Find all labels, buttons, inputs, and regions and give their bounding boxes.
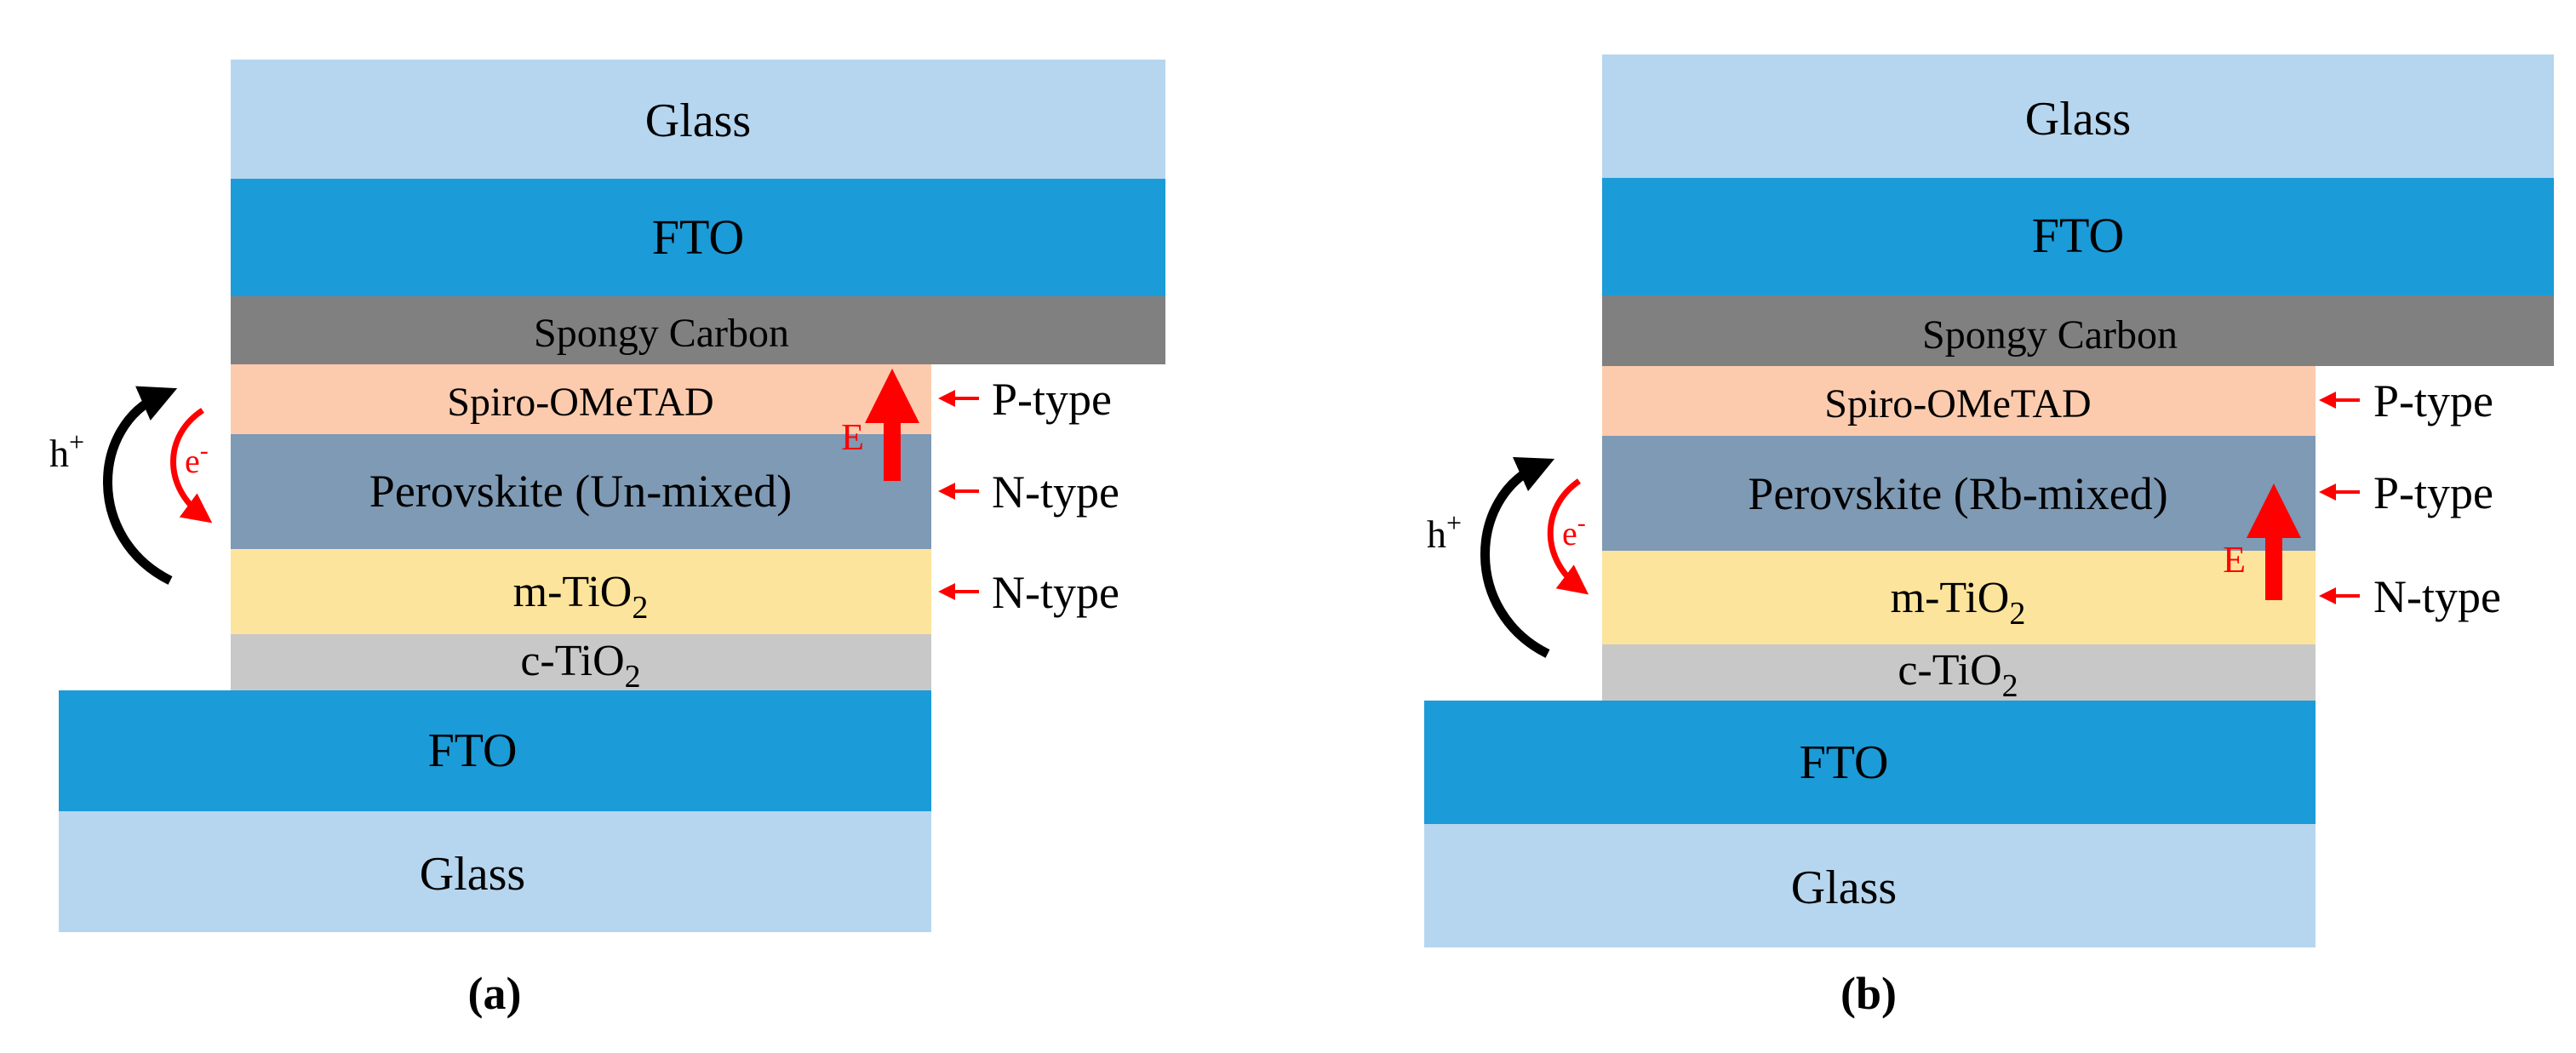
field-label-a: E [841, 416, 864, 458]
field-label-b: E [2223, 539, 2246, 581]
perovskite-label-b: Perovskite (Rb-mixed) [1748, 468, 2167, 519]
hole-arrow-b [1480, 457, 1555, 658]
type-label-b-3: N-type [2373, 571, 2501, 622]
panel-a: Glass FTO Spongy Carbon Spiro-OMeTAD Per… [49, 60, 1165, 1019]
glass-top-label-a: Glass [645, 94, 751, 147]
spongy-carbon-layer-a [231, 296, 1165, 364]
glass-top-label-b: Glass [2025, 93, 2131, 146]
m-tio2-label-a: m-TiO2 [513, 568, 649, 626]
fto-bottom-layer-b [1424, 701, 2316, 824]
spongy-carbon-label-a: Spongy Carbon [534, 311, 789, 356]
electron-arrow-b [1547, 478, 1589, 595]
spiro-ometad-label-a: Spiro-OMeTAD [447, 380, 713, 425]
hole-arrow-a [103, 386, 178, 585]
electron-label-b: e- [1562, 509, 1586, 552]
electron-arrow-a [170, 408, 213, 524]
m-tio2-label-b: m-TiO2 [1891, 574, 2026, 632]
panel-b: Glass FTO Spongy Carbon Spiro-OMeTAD Per… [1424, 54, 2554, 1019]
c-tio2-layer-a [231, 634, 931, 690]
hole-label-a: h+ [49, 426, 84, 475]
fto-bottom-layer-a [59, 690, 931, 811]
spiro-ometad-label-b: Spiro-OMeTAD [1824, 381, 2091, 426]
spiro-ometad-layer-b [1602, 366, 2316, 436]
spongy-carbon-label-b: Spongy Carbon [1922, 312, 2178, 358]
fto-bottom-label-a: FTO [428, 724, 518, 777]
glass-top-layer-a [231, 60, 1165, 179]
glass-bottom-layer-a [59, 811, 931, 932]
glass-bottom-label-b: Glass [1791, 861, 1897, 914]
fto-top-layer-b [1602, 178, 2554, 295]
perovskite-label-a: Perovskite (Un-mixed) [369, 466, 792, 517]
spiro-ometad-layer-a [231, 364, 931, 434]
hole-label-b: h+ [1427, 507, 1462, 556]
m-tio2-layer-b [1602, 551, 2316, 644]
type-label-a-3: N-type [992, 567, 1119, 618]
fto-top-layer-a [231, 179, 1165, 296]
type-label-a-2: N-type [992, 466, 1119, 518]
panel-caption-b: (b) [1840, 968, 1897, 1019]
panel-caption-a: (a) [468, 968, 522, 1019]
fto-bottom-label-b: FTO [1800, 736, 1889, 789]
c-tio2-label-b: c-TiO2 [1898, 646, 2018, 704]
glass-bottom-layer-b [1424, 824, 2316, 947]
type-label-b-1: P-type [2373, 375, 2493, 426]
glass-bottom-label-a: Glass [420, 848, 525, 901]
type-label-b-2: P-type [2373, 467, 2493, 518]
type-label-a-1: P-type [992, 374, 1112, 425]
spongy-carbon-layer-b [1602, 295, 2554, 366]
glass-top-layer-b [1602, 54, 2554, 178]
m-tio2-layer-a [231, 549, 931, 634]
electron-label-a: e- [185, 437, 209, 480]
perovskite-layer-b [1602, 436, 2316, 551]
fto-top-label-b: FTO [2032, 208, 2125, 263]
c-tio2-layer-b [1602, 644, 2316, 701]
fto-top-label-a: FTO [652, 209, 745, 265]
perovskite-layer-a [231, 434, 931, 549]
c-tio2-label-a: c-TiO2 [520, 637, 640, 695]
